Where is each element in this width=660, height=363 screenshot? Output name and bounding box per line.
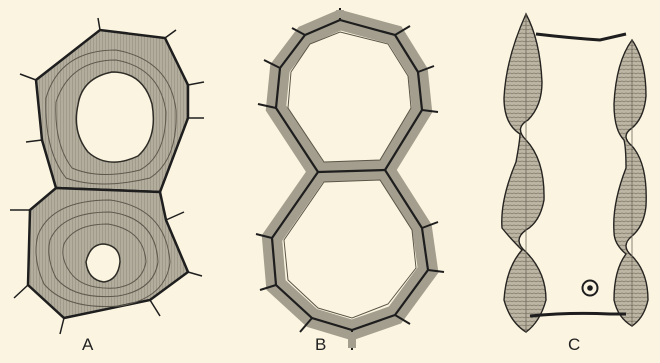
panel-a-upper-cell (20, 18, 204, 192)
panel-b-cells (256, 8, 444, 350)
panel-a-lower-cell (10, 188, 202, 334)
panel-a-cells (10, 18, 204, 334)
panel-label-a: A (82, 336, 93, 353)
panel-c-cells (502, 14, 648, 332)
panel-label-b: B (315, 336, 326, 353)
panel-label-c: C (568, 336, 580, 353)
